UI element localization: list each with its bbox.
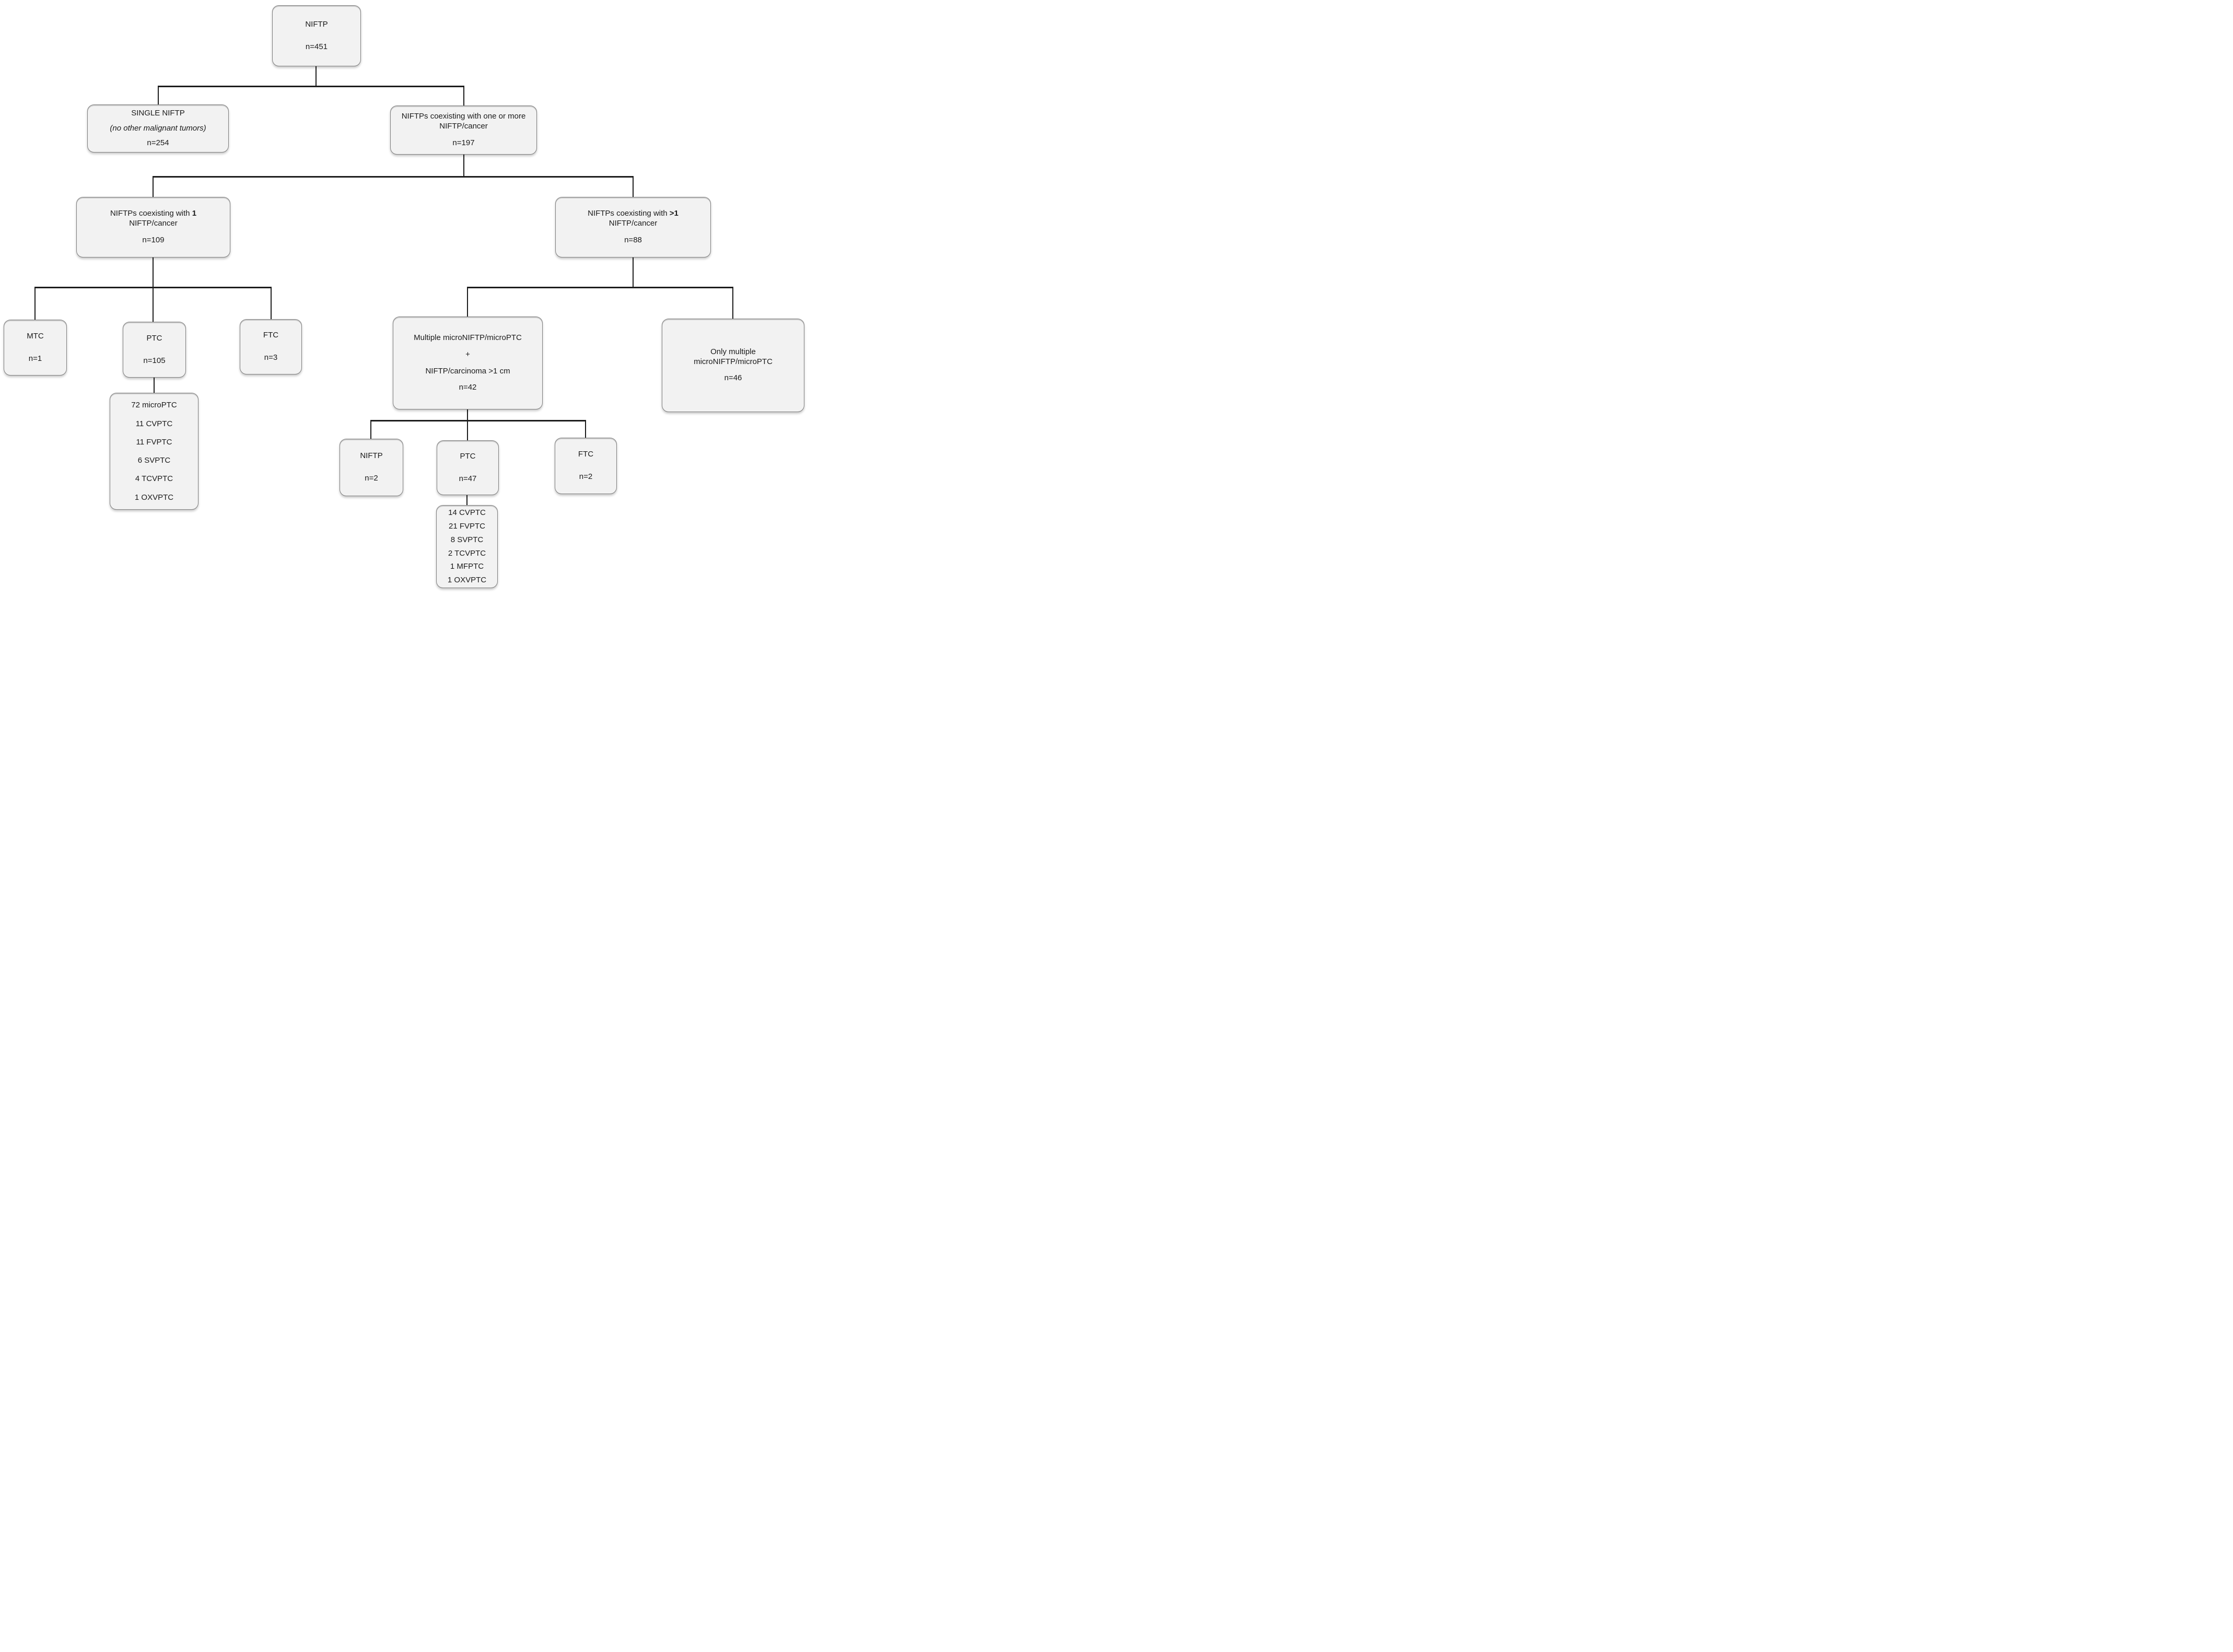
node-ftc-multi: FTC n=2 (555, 438, 617, 494)
connector-single-drop (158, 86, 159, 105)
node-n-value: n=197 (452, 138, 475, 147)
subtype-item: 11 CVPTC (135, 419, 173, 428)
subtype-item: 6 SVPTC (137, 456, 171, 465)
node-title-line3: NIFTP/carcinoma >1 cm (425, 366, 510, 376)
subtype-item: 21 FVPTC (448, 521, 486, 531)
connector-mtc-drop (34, 287, 36, 320)
node-subtitle: (no other malignant tumors) (110, 123, 206, 133)
connector-ftc2-drop (585, 420, 586, 438)
node-coexisting-any: NIFTPs coexisting with one or more NIFTP… (390, 106, 537, 155)
node-niftp-sub: NIFTP n=2 (340, 439, 403, 496)
connector-level3-rail (153, 176, 634, 178)
connector-mixed-out (467, 409, 468, 441)
node-title: NIFTP (305, 19, 328, 29)
node-coexisting-with-1: NIFTPs coexisting with 1 NIFTP/cancer n=… (76, 197, 230, 257)
subtype-item: 2 TCVPTC (448, 548, 486, 558)
subtype-item: 14 CVPTC (448, 508, 486, 518)
node-n-value: n=1 (28, 354, 42, 363)
node-mtc: MTC n=1 (4, 320, 67, 376)
node-title: FTC (578, 450, 594, 459)
node-n-value: n=2 (579, 472, 593, 481)
node-title: Only multiple microNIFTP/microPTC (694, 347, 773, 366)
node-n-value: n=2 (365, 474, 378, 483)
connector-onlymulti-drop (732, 287, 733, 319)
node-niftp-root: NIFTP n=451 (272, 5, 361, 66)
node-title: FTC (263, 331, 279, 340)
node-title: NIFTPs coexisting with one or more NIFTP… (401, 112, 526, 131)
connector-level4-left-rail (35, 287, 272, 288)
plus-sign: + (465, 349, 470, 359)
subtype-item: 1 OXVPTC (134, 493, 174, 502)
connector-multi-drop (633, 176, 634, 197)
connector-level5-rail (371, 420, 586, 421)
node-n-value: n=254 (147, 138, 169, 148)
bold-count: >1 (669, 209, 679, 218)
connector-level4-right-rail (467, 287, 733, 288)
node-title: NIFTPs coexisting with 1 NIFTP/cancer (110, 209, 197, 228)
bold-count: 1 (192, 209, 197, 218)
connector-coexist-drop (463, 86, 464, 106)
subtype-item: 11 FVPTC (136, 437, 172, 447)
node-n-value: n=109 (142, 235, 165, 244)
node-n-value: n=105 (143, 356, 166, 365)
connector-multi-out (633, 257, 634, 288)
connector-root-drop (315, 66, 317, 87)
node-n-value: n=3 (264, 353, 278, 362)
subtype-item: 72 microPTC (131, 401, 177, 410)
node-ptc-multi-subtypes: 14 CVPTC 21 FVPTC 8 SVPTC 2 TCVPTC 1 MFP… (436, 505, 498, 588)
connector-niftp2-drop (370, 420, 371, 439)
connector-one-drop (153, 176, 154, 197)
subtype-item: 4 TCVPTC (135, 474, 173, 484)
node-n-value: n=46 (724, 373, 742, 383)
node-title: PTC (460, 451, 476, 461)
connector-ptc2-list-drop (466, 495, 467, 506)
node-title-line1: Multiple microNIFTP/microPTC (414, 333, 522, 342)
node-coexisting-with-more-than-1: NIFTPs coexisting with >1 NIFTP/cancer n… (555, 197, 711, 257)
node-n-value: n=42 (459, 383, 477, 392)
subtype-item: 8 SVPTC (450, 535, 484, 544)
connector-one-out (153, 257, 154, 322)
subtype-item: 1 OXVPTC (447, 576, 487, 585)
connector-mixed-drop (467, 287, 468, 317)
connector-coexist-out (463, 155, 464, 177)
node-ftc-single: FTC n=3 (240, 319, 302, 374)
node-title: PTC (146, 333, 162, 343)
connector-ftc1-drop (271, 287, 272, 320)
node-only-multiple-micro: Only multiple microNIFTP/microPTC n=46 (662, 319, 804, 412)
connector-ptc1-list-drop (154, 378, 155, 393)
node-ptc-single: PTC n=105 (123, 322, 186, 378)
flowchart-canvas: NIFTP n=451 SINGLE NIFTP (no other malig… (0, 0, 807, 597)
node-multiple-micro-plus-large: Multiple microNIFTP/microPTC + NIFTP/car… (393, 317, 543, 409)
node-title: MTC (27, 331, 44, 341)
node-ptc-multi: PTC n=47 (437, 440, 499, 495)
node-n-value: n=451 (305, 42, 328, 51)
subtype-item: 1 MFPTC (450, 562, 484, 571)
node-single-niftp: SINGLE NIFTP (no other malignant tumors)… (87, 104, 229, 153)
node-title: NIFTP (360, 451, 383, 461)
node-title: NIFTPs coexisting with >1 NIFTP/cancer (588, 209, 679, 228)
node-n-value: n=88 (624, 235, 642, 244)
connector-level2-rail (158, 86, 464, 87)
node-n-value: n=47 (459, 474, 477, 483)
node-ptc-single-subtypes: 72 microPTC 11 CVPTC 11 FVPTC 6 SVPTC 4 … (110, 393, 198, 510)
node-title: SINGLE NIFTP (131, 108, 185, 118)
